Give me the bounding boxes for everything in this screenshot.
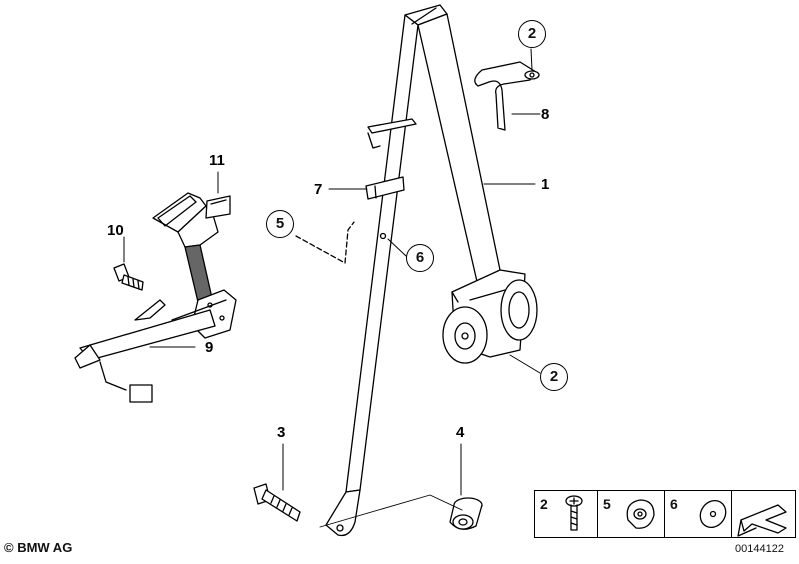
callout-4: 4 xyxy=(456,424,465,441)
callout-1: 1 xyxy=(541,176,550,193)
legend-num-nut: 5 xyxy=(603,496,611,512)
legend-cell-washer: 6 xyxy=(665,491,732,537)
callout-8: 8 xyxy=(541,106,550,123)
legend-nut-icon xyxy=(626,499,655,529)
leader-dashed xyxy=(295,221,355,264)
document-number: 00144122 xyxy=(735,543,784,555)
legend-cell-nut: 5 xyxy=(598,491,665,537)
belt-retractor xyxy=(442,269,538,364)
callout-10: 10 xyxy=(107,222,124,239)
bushing xyxy=(449,497,483,530)
legend-num-washer: 6 xyxy=(670,496,678,512)
callout-2-bottom: 2 xyxy=(540,363,568,391)
bolt-10 xyxy=(113,263,144,291)
callout-2-top: 2 xyxy=(518,20,546,48)
legend-num-bolt: 2 xyxy=(540,496,548,512)
callout-7: 7 xyxy=(314,181,323,198)
callout-3: 3 xyxy=(277,424,286,441)
callout-6: 6 xyxy=(406,244,434,272)
legend-cell-arrow xyxy=(732,491,796,537)
bolt-3 xyxy=(253,483,301,522)
callout-5: 5 xyxy=(266,210,294,238)
legend-bolt-icon xyxy=(565,495,583,531)
guide-clip xyxy=(365,176,405,200)
label-tag xyxy=(205,195,231,219)
parts-legend: 2 5 6 xyxy=(534,490,796,538)
pin xyxy=(379,232,387,240)
legend-arrow-icon xyxy=(737,504,787,537)
upper-guide xyxy=(367,118,417,149)
leader-lines xyxy=(123,48,541,496)
anchor-line xyxy=(319,494,463,528)
copyright: © BMW AG xyxy=(4,540,73,555)
legend-washer-icon xyxy=(699,499,727,529)
callout-9: 9 xyxy=(205,339,214,356)
legend-cell-bolt: 2 xyxy=(535,491,598,537)
retaining-hook xyxy=(474,61,540,131)
callout-11: 11 xyxy=(209,152,225,169)
belt-buckle xyxy=(74,192,237,403)
